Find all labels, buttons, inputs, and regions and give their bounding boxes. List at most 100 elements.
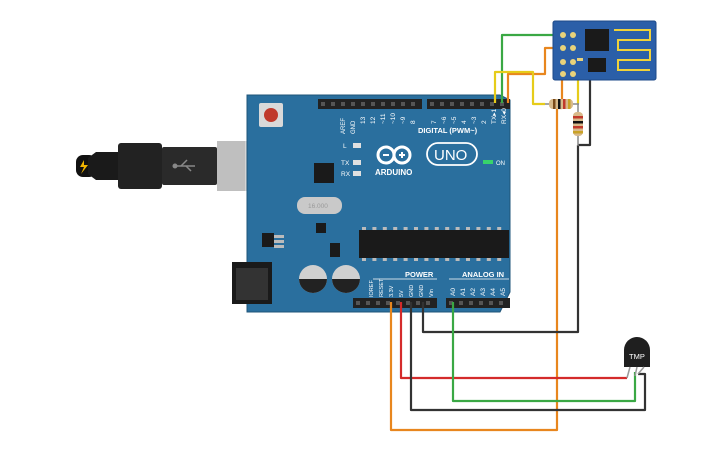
header-pin [341, 102, 345, 106]
capacitor-1 [299, 265, 327, 293]
header-pin [386, 301, 390, 305]
digital-pin-label: TX▸1 [491, 108, 498, 124]
usb-chip [314, 163, 334, 183]
header-pin [450, 102, 454, 106]
power-pin-label: 3.3V [389, 285, 395, 297]
rx-led [353, 171, 361, 176]
model-label: UNO [434, 147, 467, 164]
header-pin [396, 301, 400, 305]
wire-yellow-divider [493, 70, 545, 106]
power-label: POWER [405, 270, 434, 279]
header-pin [440, 102, 444, 106]
crystal: 16.000 [297, 197, 342, 214]
on-led [483, 160, 493, 164]
header-pin [411, 102, 415, 106]
analog-pin-label: A1 [460, 288, 467, 296]
tx-led [353, 160, 361, 165]
usb-icon [172, 159, 195, 172]
l-led-label: L [343, 143, 347, 150]
header-pin [321, 102, 325, 106]
esp-chip [585, 29, 609, 51]
resistor-vertical [573, 104, 583, 146]
on-label: ON [496, 161, 505, 167]
header-pin [499, 301, 503, 305]
digital-pin-label: RX◂0 [501, 108, 508, 124]
digital-pin-label: ~9 [400, 116, 407, 124]
wire-green-a0 [451, 302, 637, 403]
digital-pin-label: 8 [410, 120, 417, 124]
header-pin [416, 301, 420, 305]
wire-black-gnd-esp [421, 145, 580, 334]
header-pin [489, 301, 493, 305]
esp-pin-header [560, 32, 576, 77]
power-pin-label: GND [419, 285, 425, 297]
header-pin [381, 102, 385, 106]
wire-black-gnd-tmp [409, 302, 647, 412]
header-pin [469, 301, 473, 305]
power-pin-label: 5V [399, 290, 405, 297]
analog-pin-label: A4 [490, 288, 497, 296]
header-pin [406, 301, 410, 305]
aref-label: AREF [341, 118, 347, 134]
header-pin [460, 102, 464, 106]
header-pin [356, 301, 360, 305]
digital-pin-label: ~5 [451, 116, 458, 124]
header-pin [351, 102, 355, 106]
digital-pin-label: 4 [461, 120, 468, 124]
analog-label: ANALOG IN [462, 270, 504, 279]
header-pin [470, 102, 474, 106]
header-pin [500, 102, 504, 106]
header-pin [371, 102, 375, 106]
power-pin-label: GND [409, 285, 415, 297]
esp8266-module [552, 20, 657, 81]
gnd-top-label: GND [351, 120, 357, 134]
arduino-logo [376, 145, 412, 165]
digital-pin-label: ~6 [441, 116, 448, 124]
power-pin-label: Vin [429, 289, 435, 297]
rx-led-label: RX [341, 171, 351, 178]
wire-orange-rx [506, 46, 561, 103]
header-pin [401, 102, 405, 106]
header-pin [480, 102, 484, 106]
header-pin [426, 301, 430, 305]
power-pin-label: RESET [379, 278, 385, 297]
header-top-right [427, 99, 510, 109]
tmp-sensor: TMP [624, 337, 650, 379]
digital-pin-label: 2 [481, 120, 488, 124]
tx-led-label: TX [341, 160, 350, 167]
antenna-icon [614, 29, 651, 71]
wire-red-5v [399, 302, 627, 380]
analog-pin-label: A2 [470, 288, 477, 296]
regulator [262, 233, 274, 247]
digital-pin-label: ~11 [380, 113, 387, 124]
digital-pin-label: 7 [431, 120, 438, 124]
header-pin [459, 301, 463, 305]
wire-black-esp [578, 80, 592, 147]
reset-button[interactable] [259, 103, 283, 127]
digital-pin-label: ~3 [471, 116, 478, 124]
header-top-left [318, 99, 422, 109]
header-pin [331, 102, 335, 106]
digital-pin-label: 12 [370, 116, 377, 124]
microcontroller-chip [359, 227, 509, 261]
analog-pin-label: A5 [500, 288, 507, 296]
header-pin [361, 102, 365, 106]
header-pin [366, 301, 370, 305]
small-chip [316, 223, 326, 233]
uno-badge: UNO [426, 142, 478, 166]
power-pin-label: IOREF [369, 280, 375, 297]
dc-jack [232, 262, 272, 304]
bolt-icon [80, 160, 88, 174]
tmp-label: TMP [629, 352, 645, 361]
digital-pin-label: 13 [360, 116, 367, 124]
l-led [353, 143, 361, 148]
small-component [330, 243, 340, 257]
header-pin [449, 301, 453, 305]
header-analog [446, 298, 510, 308]
analog-pin-label: A3 [480, 288, 487, 296]
usb-cable [76, 141, 271, 191]
header-pin [376, 301, 380, 305]
brand-label: ARDUINO [375, 168, 412, 177]
